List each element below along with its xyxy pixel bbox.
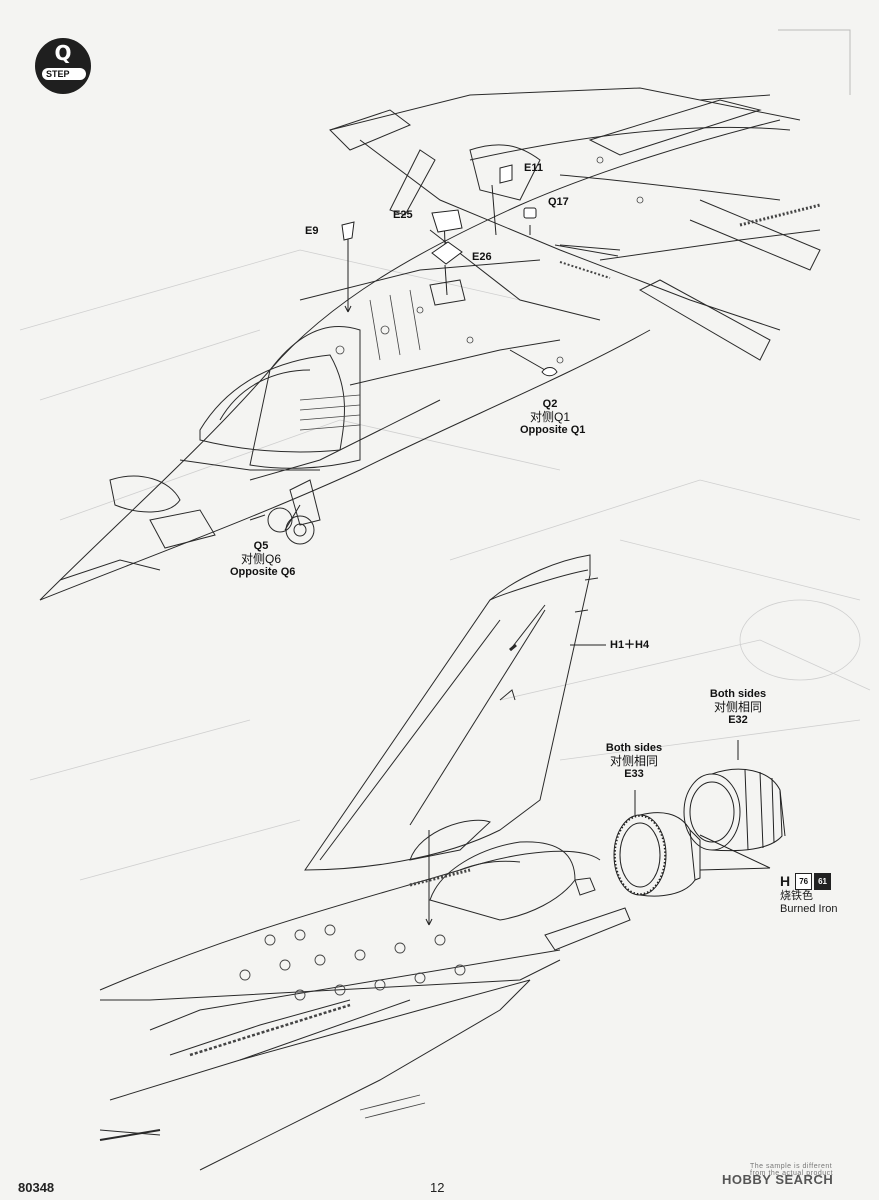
callout-q5-group: Q5 对侧Q6 Opposite Q6 [230, 540, 296, 579]
watermark-sub: The sample is different from the actual … [750, 1163, 834, 1177]
paint-name-en: Burned Iron [780, 903, 838, 915]
kit-number: 80348 [18, 1180, 55, 1195]
step-badge: Q STEP ✈ [35, 38, 91, 94]
callout-q2-cn: 对侧Q1 [529, 410, 570, 424]
nozzle-parts [613, 768, 786, 897]
callout-q5: Q5 [253, 540, 269, 552]
upper-fuselage [39, 87, 821, 601]
step-word: STEP [42, 68, 86, 80]
rear-fuselage [99, 819, 631, 1171]
callout-e32-cn: 对侧相同 [713, 700, 762, 714]
watermark: The sample is different from the actual … [722, 1163, 834, 1187]
callout-e33-cn: 对侧相同 [609, 754, 658, 768]
paint-chip-76: 76 [795, 873, 813, 890]
watermark-text: HOBBY SEARCH [722, 1172, 834, 1187]
callout-e11: E11 [524, 162, 543, 174]
callout-e32-en: Both sides [709, 688, 767, 700]
step-letter: Q [54, 41, 72, 65]
callout-e25: E25 [393, 209, 413, 221]
callout-e32: E32 [728, 714, 748, 726]
paint-code: H [780, 873, 791, 889]
callout-e33-en: Both sides [605, 742, 663, 754]
callout-e33: E33 [624, 768, 644, 780]
callout-e32-group: Both sides 对侧相同 E32 [700, 688, 776, 727]
airplane-icon: ✈ [71, 66, 83, 82]
paint-name-cn: 烧铁色 [780, 890, 813, 902]
callout-q17: Q17 [548, 196, 569, 208]
callout-q5-cn: 对侧Q6 [240, 552, 281, 566]
vertical-tail [304, 554, 599, 871]
callout-e33-group: Both sides 对侧相同 E33 [596, 742, 672, 781]
callout-e9: E9 [305, 225, 319, 237]
callout-h1-h4: H1＋H4 [610, 639, 650, 651]
callout-q5-en: Opposite Q6 [230, 566, 296, 578]
callout-q2-en: Opposite Q1 [520, 424, 586, 436]
paint-chip-61: 61 [814, 873, 831, 890]
callout-e26: E26 [472, 251, 492, 263]
page-number: 12 [430, 1180, 445, 1195]
callout-q2-group: Q2 对侧Q1 Opposite Q1 [520, 398, 586, 437]
callout-q2: Q2 [542, 398, 558, 410]
